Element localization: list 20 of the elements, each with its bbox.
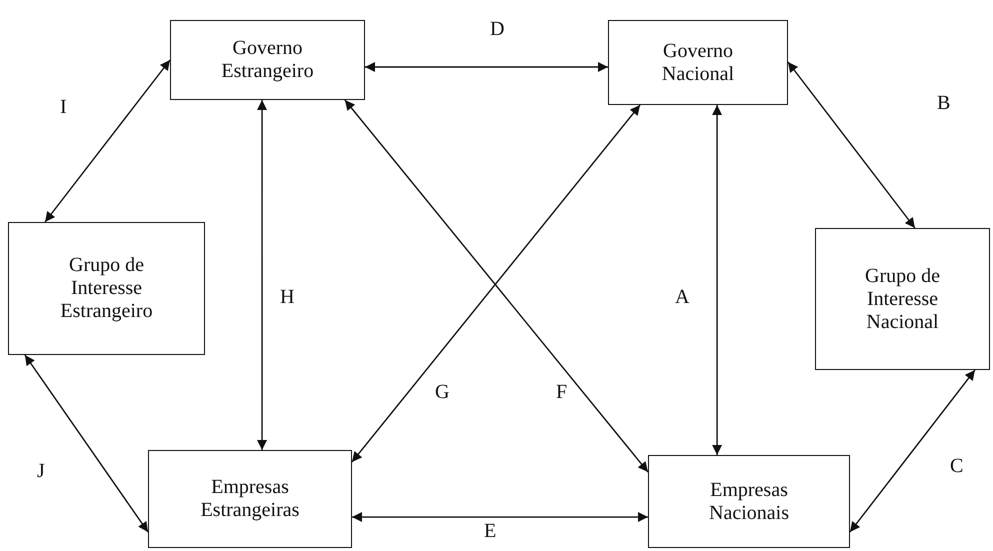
double-arrow xyxy=(257,100,268,450)
node-label: Grupo de Interesse Nacional xyxy=(864,264,941,334)
node-label: Governo Nacional xyxy=(660,40,736,86)
entity-box xyxy=(8,222,205,355)
entity-box xyxy=(648,455,850,548)
double-arrow xyxy=(352,512,648,522)
double-arrow xyxy=(365,62,608,72)
double-arrow xyxy=(712,105,722,455)
node-label: Grupo de Interesse Estrangeiro xyxy=(59,254,154,323)
double-arrow xyxy=(24,354,149,532)
node-label: Empresas Nacionais xyxy=(708,478,790,524)
entity-box xyxy=(608,20,788,105)
double-arrow xyxy=(787,62,916,228)
double-arrow xyxy=(849,370,976,532)
double-arrow xyxy=(44,60,171,222)
entity-box xyxy=(148,450,352,548)
entity-box xyxy=(815,228,990,370)
node-label: Empresas Estrangeiras xyxy=(200,476,300,522)
entity-box xyxy=(170,20,365,100)
node-label: Governo Estrangeiro xyxy=(220,37,315,83)
